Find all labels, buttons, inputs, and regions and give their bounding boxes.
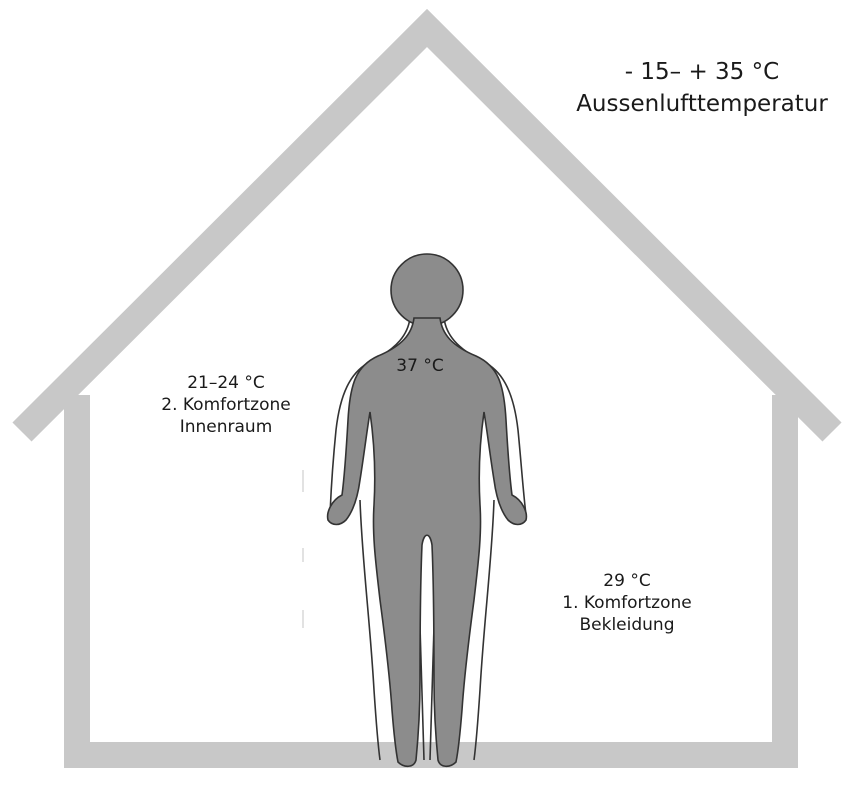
outdoor-temperature-range: - 15– + 35 °C [552,56,852,88]
clothing-label: Bekleidung [522,614,732,636]
indoor-comfort-zone-label: 21–24 °C 2. Komfortzone Innenraum [126,372,326,438]
indoor-zone: 2. Komfortzone [126,394,326,416]
indoor-label: Innenraum [126,416,326,438]
torso [328,318,527,766]
core-temperature: 37 °C [350,356,490,377]
human-figure [328,254,527,766]
outdoor-label: Aussenlufttemperatur [552,88,852,120]
clothing-zone: 1. Komfortzone [522,592,732,614]
clothing-temperature: 29 °C [522,570,732,592]
indoor-temperature: 21–24 °C [126,372,326,394]
outdoor-temperature-label: - 15– + 35 °C Aussenlufttemperatur [552,56,852,120]
head [391,254,463,326]
body-silhouette [328,254,527,766]
clothing-comfort-zone-label: 29 °C 1. Komfortzone Bekleidung [522,570,732,636]
core-temperature-label: 37 °C [350,356,490,377]
